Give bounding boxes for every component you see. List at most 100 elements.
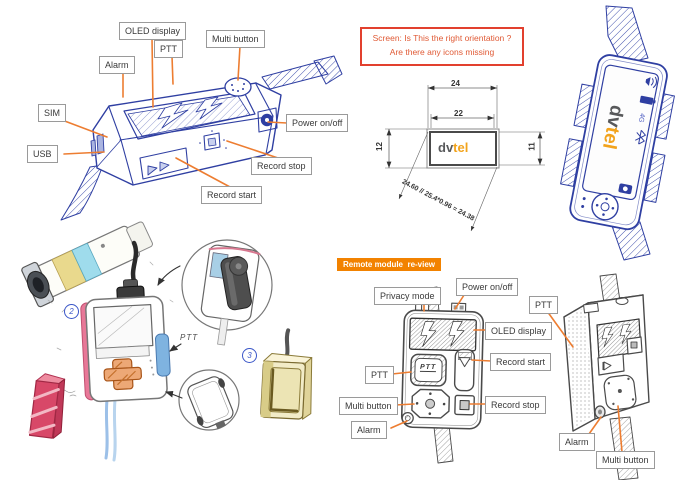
bolt-icon [157,102,189,129]
bolt-icon [619,323,632,345]
concept-sketches [21,221,313,462]
clip-detail-callout [181,239,273,346]
dpad-button [591,193,619,221]
record-start-button [139,147,189,180]
arrow [157,265,181,286]
label-record-stop-2: Record stop [485,396,546,414]
leader-multi-3 [617,405,623,453]
label-power-on-off: Power on/off [286,114,349,132]
sketch-number-2: 2 [64,304,79,319]
main-unit-sketch [60,55,343,221]
remote-concept-sketch [80,240,171,462]
diag-leader [470,166,498,232]
device-on-strap-sketch: 4G [560,5,675,261]
label-oled-display-2: OLED display [485,322,553,340]
label-power-on-off-2: Power on/off [456,278,519,296]
leader-record-start [175,157,231,188]
volume-icon [645,76,657,89]
leader-ptt-2 [391,371,412,375]
usb-port [90,139,97,157]
remote-review-banner: Remote module re-view [337,258,442,271]
side-clip [560,138,583,187]
power-button [257,107,278,133]
top-button [583,302,599,314]
bullet-camera-sketch [21,221,153,308]
bolt-icon [420,321,437,347]
4g-icon: 4G [637,112,646,123]
rotating-clip [220,256,252,311]
oled-screen [408,317,477,352]
leader-ptt [171,55,174,85]
label-privacy-mode: Privacy mode [374,287,441,305]
sketch-number-3: 3 [242,348,257,363]
bolt-icon [448,320,465,347]
record-start-button [597,353,625,376]
multi-button-outline [603,374,637,411]
note-line-2: Are there any icons missing [389,47,495,57]
clip [196,416,204,426]
leader-sim [61,119,108,138]
dim-11: 11 [527,142,537,151]
bolt-icon [601,326,614,348]
label-alarm-3: Alarm [559,433,595,451]
screen-question-note: Screen: Is This the right orientation ? … [360,27,524,66]
leader-alarm-3 [588,416,602,435]
clip [218,378,225,388]
label-ptt-2: PTT [365,366,394,384]
screen-inner [429,131,497,166]
arrow [169,343,182,352]
label-record-stop: Record stop [251,157,312,175]
back-detail-callout [178,369,240,431]
label-alarm-2: Alarm [351,421,387,439]
dvtel-logo: dvtel [438,140,469,155]
leader-usb [63,151,105,155]
ptt-side-button [154,333,171,377]
leader-multi [237,45,241,81]
leader-record-start-2 [471,359,492,362]
sketch-arrows [157,265,183,399]
remote-front-sketch [400,286,485,464]
battery-icon [639,95,654,105]
strap [313,55,343,85]
dim-12: 12 [374,142,384,151]
camera-icon [618,183,633,195]
oled-screen [123,91,256,140]
cyan-band [71,242,103,282]
label-multi-button-3: Multi button [596,451,655,469]
record-stop-button [203,132,221,151]
ptt-button-text: PTT [419,363,437,373]
leader-power [267,121,288,124]
red-block-sketch [28,373,66,439]
yellow-box-sketch [260,328,313,420]
leader-lines [61,37,623,453]
label-usb: USB [27,145,58,163]
label-ptt-3: PTT [529,296,558,314]
leader-record-stop [226,140,279,159]
dim-22: 22 [454,109,463,118]
dpad-cross [103,358,142,391]
label-oled-display: OLED display [119,22,187,40]
belt-strap [60,164,104,221]
handwritten-ptt: PTT [180,333,199,342]
bolt-icon [195,96,223,120]
leader-multi-2 [394,403,415,406]
label-sim: SIM [38,104,67,122]
note-line-1: Screen: Is This the right orientation ? [372,33,512,43]
label-record-start-2: Record start [490,353,552,371]
label-multi-button: Multi button [206,30,265,48]
remote-side-sketch [563,273,650,480]
top-port [615,297,629,305]
label-record-start: Record start [201,186,263,204]
label-ptt: PTT [154,40,183,58]
dim-24: 24 [451,79,460,88]
sim-slot [96,133,105,155]
leader-ptt-3 [546,310,574,348]
side-clip [643,152,666,203]
strap [605,5,649,65]
diag-leader [398,131,429,200]
bluetooth-icon [635,129,646,145]
screen-outer [426,128,500,169]
leader-oled [151,37,154,108]
